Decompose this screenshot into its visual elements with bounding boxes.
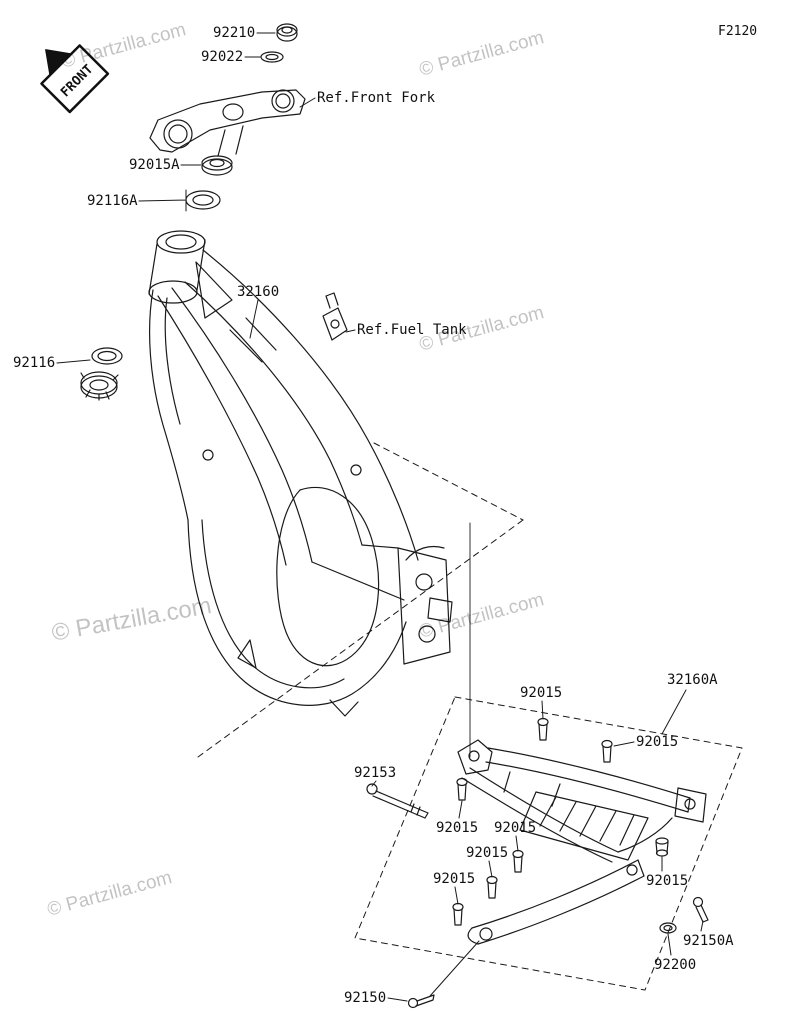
- diagram-code: F2120: [718, 24, 758, 39]
- part-label-92015-1: 92015: [520, 685, 563, 701]
- part-label-92116A: 92116A: [87, 193, 138, 209]
- triple-clamp: [149, 89, 306, 157]
- front-arrow-graphic: FRONT: [40, 44, 110, 114]
- part-label-92022: 92022: [201, 49, 244, 65]
- steering-stem-parts: [80, 23, 298, 401]
- ref-label-front-fork: Ref.Front Fork: [317, 90, 436, 106]
- part-label-92153: 92153: [354, 765, 397, 781]
- part-label-92150: 92150: [344, 990, 387, 1006]
- part-label-92015-2: 92015: [636, 734, 679, 750]
- part-label-32160A: 32160A: [667, 672, 718, 688]
- part-label-92015-3: 92015: [436, 820, 479, 836]
- part-label-32160: 32160: [237, 284, 280, 300]
- part-label-92015-4: 92015: [494, 820, 537, 836]
- part-label-92015-7: 92015: [646, 873, 689, 889]
- leader-lines: [56, 32, 704, 1002]
- ref-label-fuel-tank: Ref.Fuel Tank: [357, 322, 467, 338]
- fastener-hardware: [366, 717, 709, 1009]
- part-label-92200: 92200: [654, 957, 697, 973]
- part-label-92015A: 92015A: [129, 157, 180, 173]
- part-label-92015-6: 92015: [433, 871, 476, 887]
- part-label-92015-5: 92015: [466, 845, 509, 861]
- steering-head-tube: [148, 230, 206, 304]
- part-label-92210: 92210: [213, 25, 256, 41]
- main-frame: [148, 249, 453, 717]
- part-label-92150A: 92150A: [683, 933, 734, 949]
- fuel-tank-bracket: [322, 292, 348, 341]
- section-boundary-lines: [197, 442, 743, 991]
- part-label-92116: 92116: [13, 355, 56, 371]
- rear-subframe: [457, 739, 707, 945]
